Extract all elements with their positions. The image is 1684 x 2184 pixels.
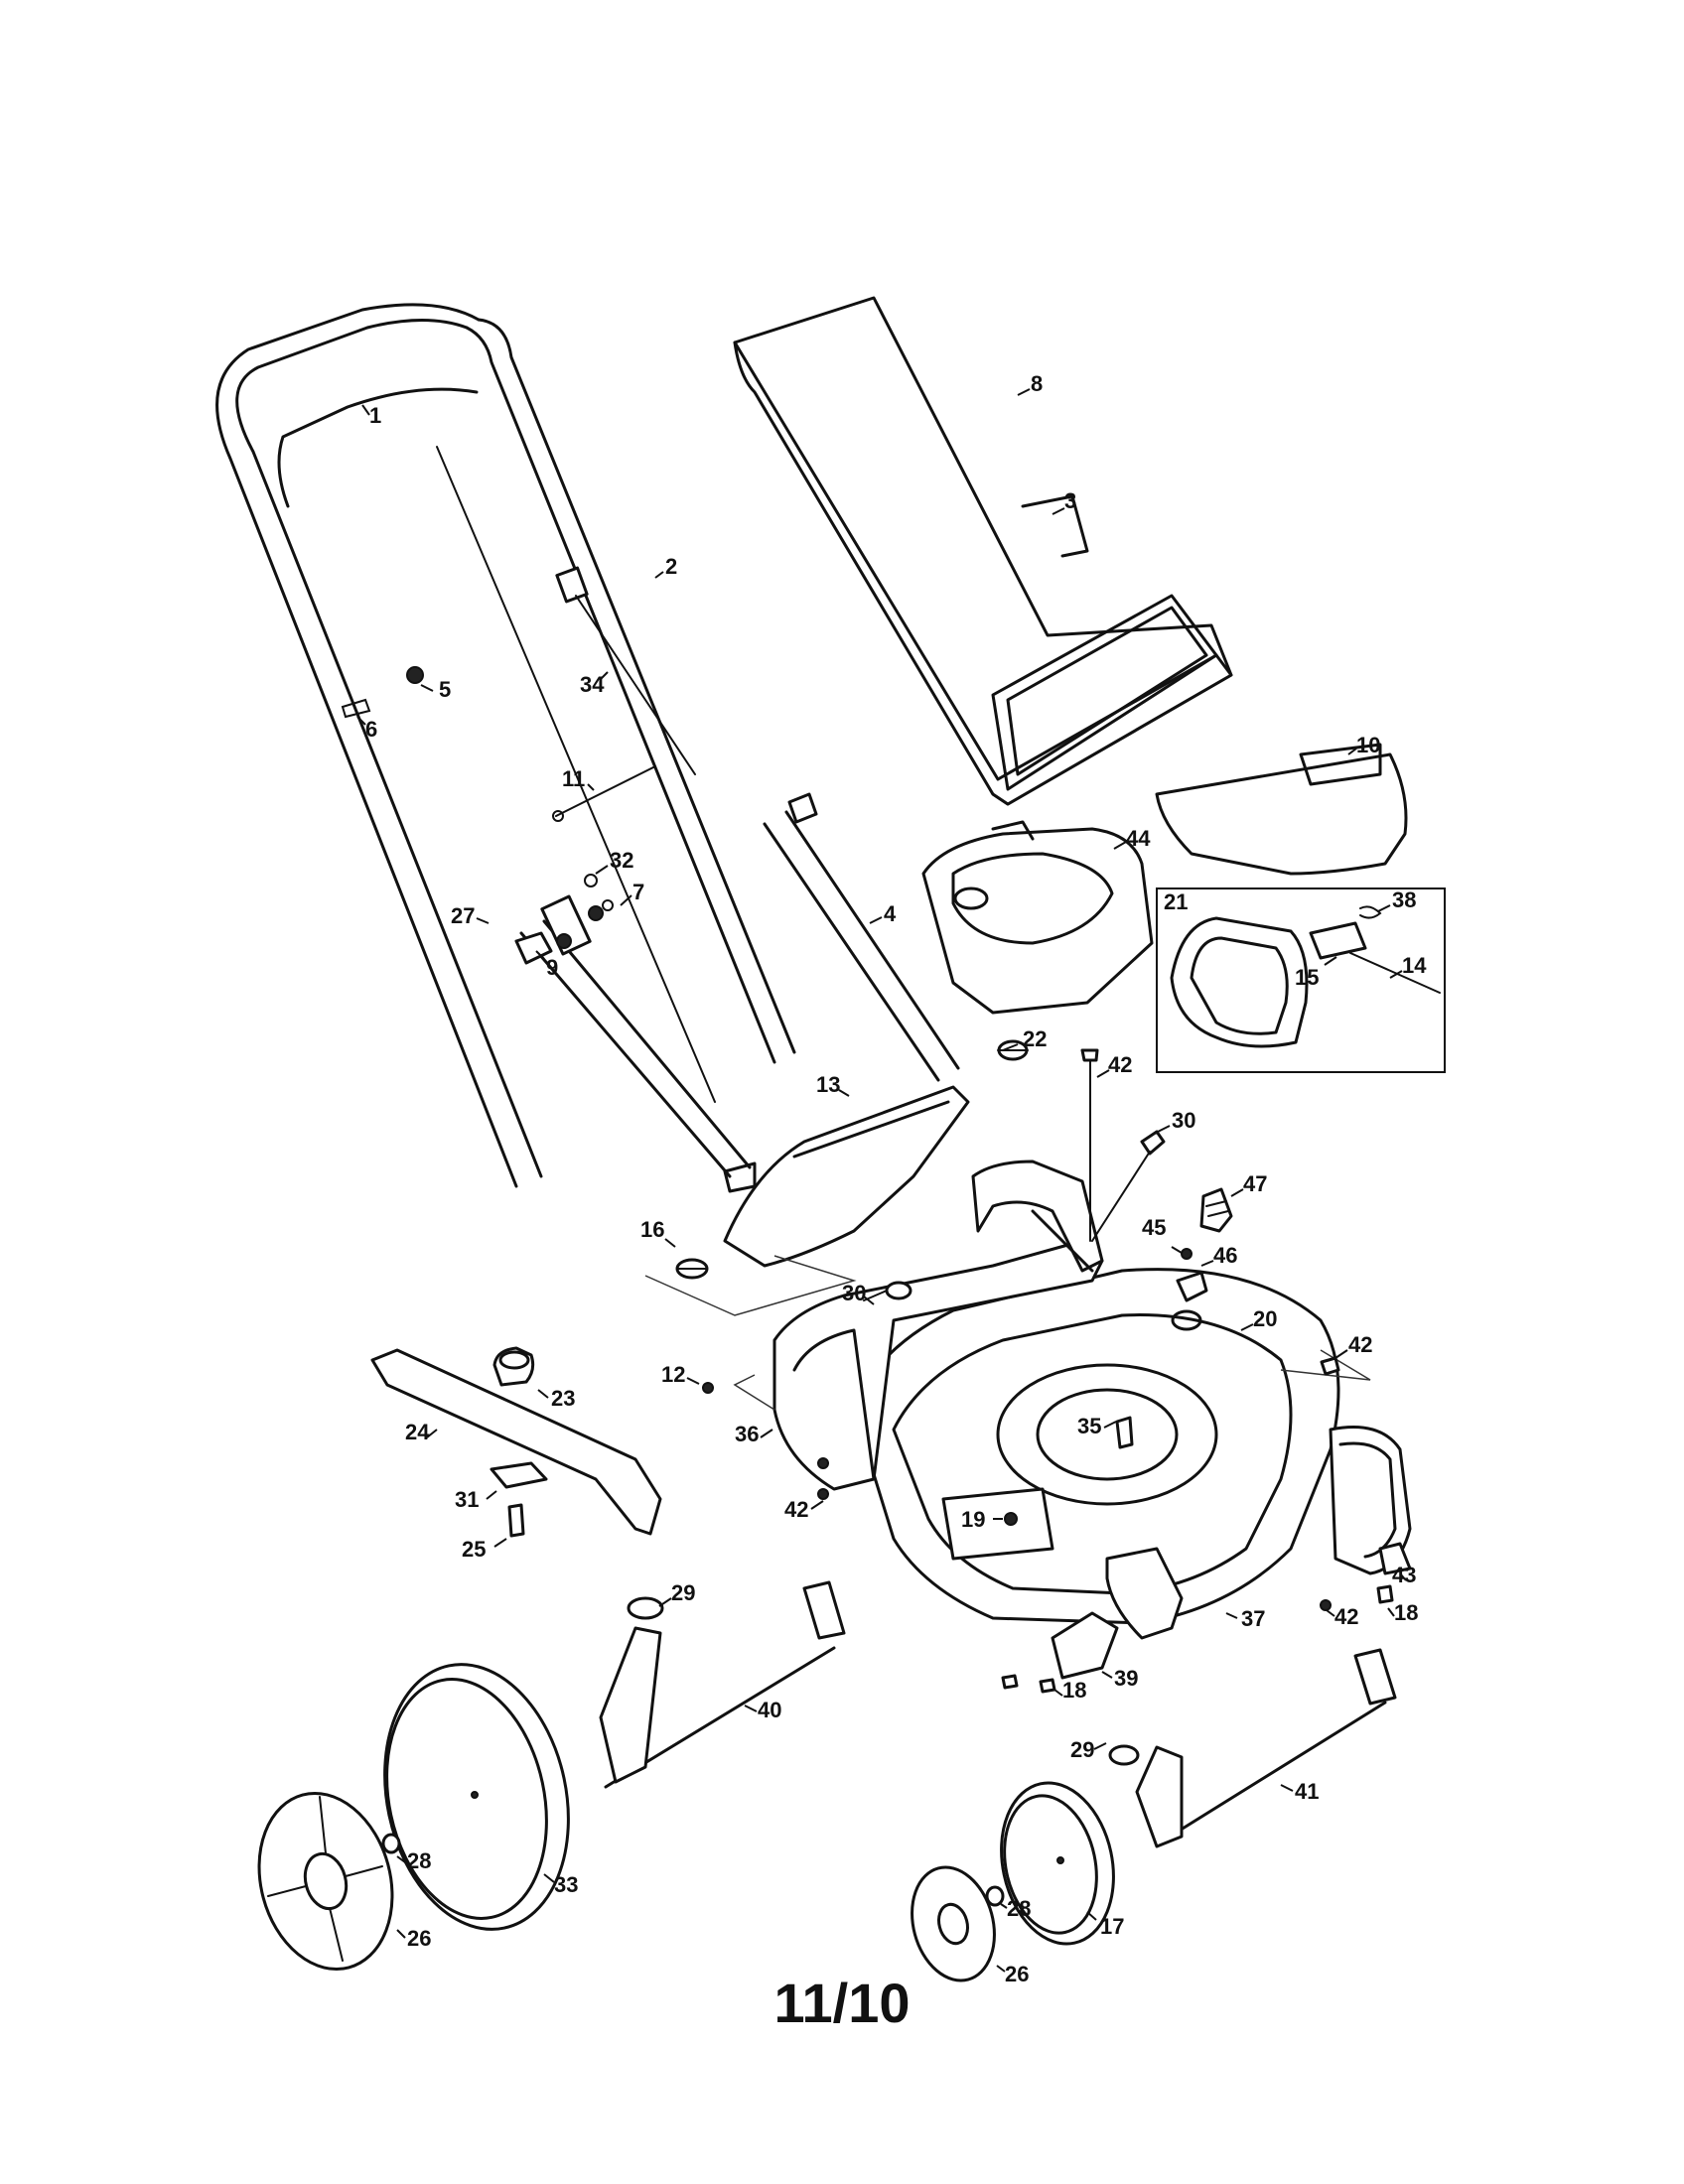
callout-11: 11 — [562, 766, 585, 791]
callout-8: 8 — [1031, 371, 1043, 396]
callout-36: 36 — [735, 1422, 759, 1446]
callout-30-top: 30 — [1172, 1108, 1195, 1133]
callout-47: 47 — [1243, 1171, 1267, 1196]
callout-39: 39 — [1114, 1666, 1138, 1691]
callout-31: 31 — [455, 1487, 479, 1512]
callout-46: 46 — [1213, 1243, 1237, 1268]
callout-23: 23 — [551, 1386, 575, 1411]
callout-29-left: 29 — [671, 1580, 695, 1605]
callout-45: 45 — [1142, 1215, 1166, 1240]
callout-33: 33 — [554, 1872, 578, 1897]
callout-28-left: 28 — [407, 1848, 431, 1873]
callout-6: 6 — [365, 717, 377, 742]
rear-axle-assembly — [257, 1580, 846, 1972]
callout-18-left: 18 — [1062, 1678, 1086, 1703]
deck-hardware — [817, 1048, 1340, 1611]
callout-42-right: 42 — [1348, 1332, 1372, 1357]
inset-panel — [1156, 887, 1446, 1073]
callout-42-bottom: 42 — [1334, 1604, 1358, 1629]
front-axle-assembly — [911, 1648, 1397, 1982]
callout-42-left: 42 — [784, 1497, 808, 1522]
handle-hardware — [341, 566, 818, 965]
grass-bag — [733, 296, 1233, 806]
callout-17: 17 — [1100, 1914, 1124, 1939]
callout-1: 1 — [369, 403, 381, 428]
rear-deflector — [1155, 743, 1408, 876]
callout-24: 24 — [405, 1420, 430, 1444]
upper-handle — [215, 303, 796, 1188]
callout-9: 9 — [546, 955, 558, 980]
callout-44: 44 — [1126, 826, 1151, 851]
callout-4: 4 — [884, 901, 897, 926]
callout-20: 20 — [1253, 1306, 1277, 1331]
callout-14: 14 — [1402, 953, 1427, 978]
callout-3: 3 — [1064, 488, 1076, 513]
callout-16: 16 — [640, 1217, 664, 1242]
callout-28-right: 28 — [1007, 1896, 1031, 1921]
callout-10: 10 — [1356, 733, 1380, 757]
callout-25: 25 — [462, 1537, 486, 1562]
chute-door — [675, 1039, 1029, 1280]
callout-37: 37 — [1241, 1606, 1265, 1631]
page-date-code: 11/10 — [773, 1972, 911, 2034]
callout-26-left: 26 — [407, 1926, 431, 1951]
callout-35: 35 — [1077, 1414, 1101, 1438]
blade-assembly — [370, 1346, 662, 1538]
callout-18-right: 18 — [1394, 1600, 1418, 1625]
callout-2: 2 — [665, 554, 677, 579]
callout-26-right: 26 — [1005, 1962, 1029, 1986]
callout-22: 22 — [1023, 1026, 1047, 1051]
callout-12: 12 — [661, 1362, 685, 1387]
callout-42-top: 42 — [1108, 1052, 1132, 1077]
callout-29-right: 29 — [1070, 1737, 1094, 1762]
callout-41: 41 — [1295, 1779, 1319, 1804]
callout-43: 43 — [1392, 1563, 1416, 1587]
callout-labels: 1 2 3 4 5 6 7 8 9 10 11 12 13 14 15 16 1… — [356, 371, 1427, 1986]
callout-5: 5 — [439, 677, 451, 702]
callout-13: 13 — [816, 1072, 840, 1097]
lower-handle — [519, 810, 960, 1193]
callout-21: 21 — [1164, 889, 1188, 914]
callout-34: 34 — [580, 672, 605, 697]
mower-deck — [852, 1268, 1412, 1625]
callout-7: 7 — [632, 880, 644, 904]
callout-27: 27 — [451, 903, 475, 928]
callout-32: 32 — [610, 848, 633, 873]
callout-30-mid: 30 — [842, 1281, 866, 1305]
engine — [921, 820, 1154, 1015]
callout-15: 15 — [1295, 965, 1319, 990]
callout-38: 38 — [1392, 887, 1416, 912]
height-adjusters — [1001, 1542, 1412, 1694]
callout-40: 40 — [758, 1698, 781, 1722]
rear-housing — [644, 1160, 1371, 1491]
callout-19: 19 — [961, 1507, 985, 1532]
